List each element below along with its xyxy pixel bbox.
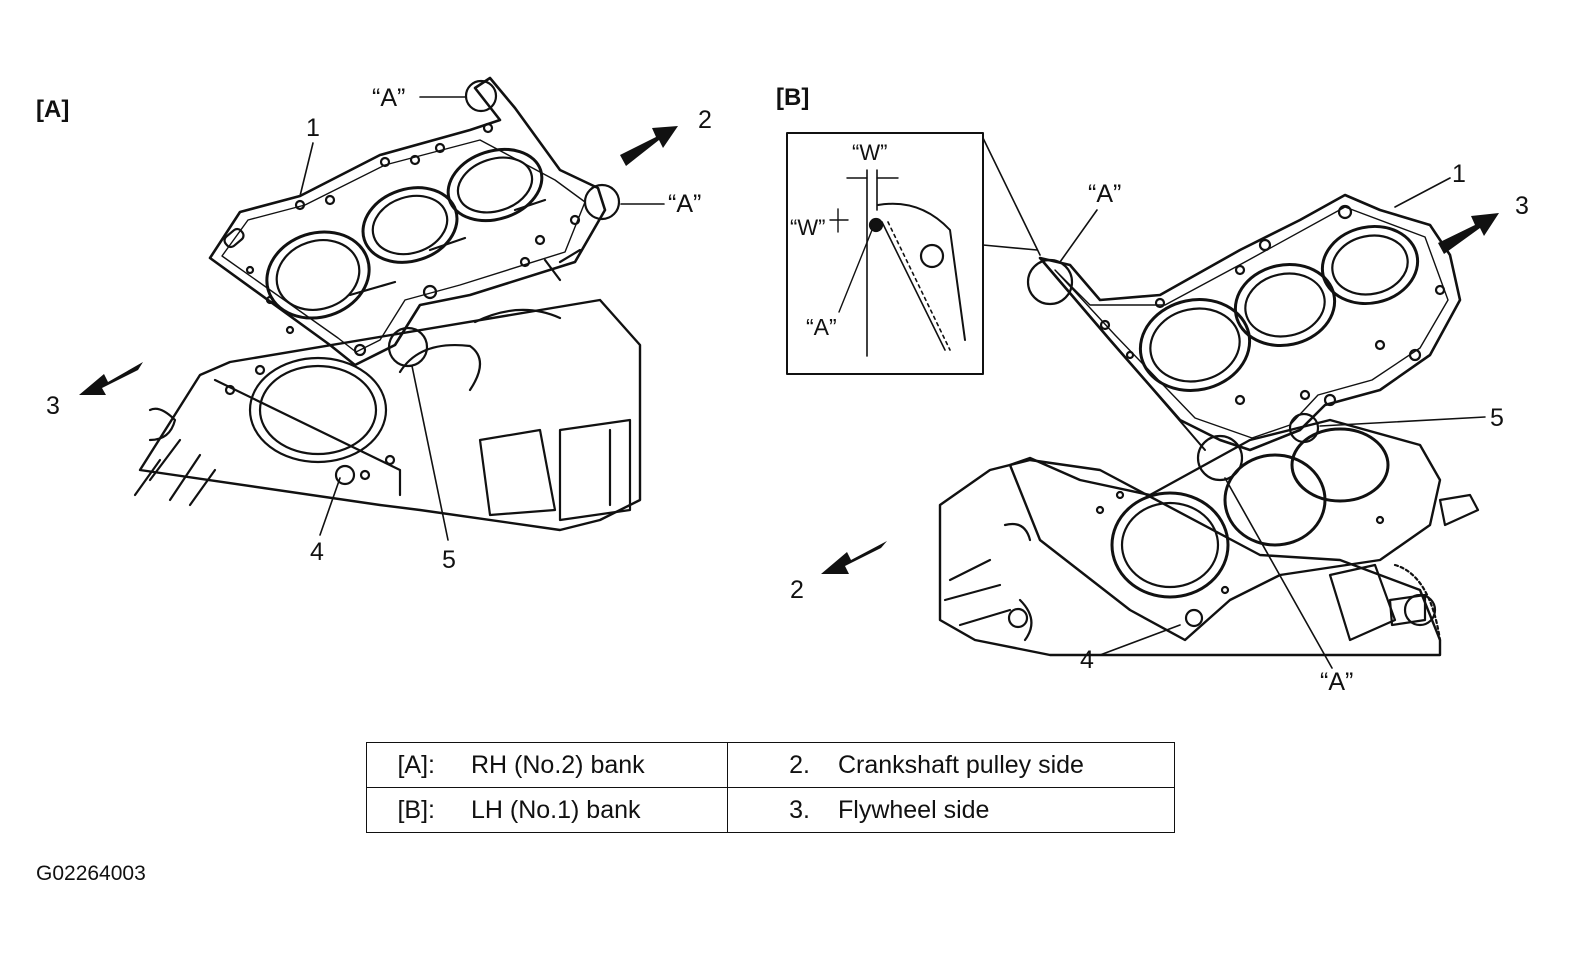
panel-b-gasket [1038, 193, 1462, 452]
panel-a-callout-1: 1 [306, 114, 320, 142]
panel-b-callout-a-bottom: “A” [1320, 668, 1354, 696]
panel-a-callout-3: 3 [46, 392, 60, 420]
panel-b-callout-a-top: “A” [1088, 180, 1122, 208]
figure-id: G02264003 [36, 862, 146, 885]
panel-b-engine-block [938, 458, 1480, 657]
panel-a-callout-a-right: “A” [668, 190, 702, 218]
legend-cell: [A]: RH (No.2) bank [366, 742, 728, 788]
panel-b-leader-lines [1059, 177, 1486, 669]
legend-row: [B]: LH (No.1) bank 3. Flywheel side [366, 787, 1175, 833]
legend-row: [A]: RH (No.2) bank 2. Crankshaft pulley s… [366, 742, 1175, 788]
panel-b-callout-1: 1 [1452, 160, 1466, 188]
panel-b-callout-4: 4 [1080, 646, 1094, 674]
panel-a-arrow-3 [79, 362, 143, 395]
legend-table: [A]: RH (No.2) bank 2. Crankshaft pulley s… [366, 742, 1175, 833]
panel-a-gasket [208, 76, 607, 367]
legend-cell: [B]: LH (No.1) bank [366, 787, 728, 833]
panel-a-dowel-circle-right [583, 183, 621, 221]
panel-a-callout-a-top: “A” [372, 84, 406, 112]
panel-a-dowel-part-5 [387, 326, 429, 368]
panel-b-dowel-circle-lower [1196, 434, 1244, 482]
panel-a-arrow-2 [620, 126, 678, 166]
panel-a-callout-5: 5 [442, 546, 456, 574]
legend-text: Flywheel side [838, 795, 990, 824]
panel-a-tag: [A] [36, 96, 70, 123]
panel-b-lower-gasket [1008, 418, 1442, 642]
panel-a-engine-block [133, 298, 642, 532]
panel-a-leader-lines [299, 96, 665, 541]
panel-a-callout-2: 2 [698, 106, 712, 134]
legend-code: [A]: [397, 750, 435, 779]
panel-a-dowel-circle-top [464, 79, 498, 113]
panel-b-inset-a: “A” [806, 314, 837, 340]
panel-b-arrow-2 [821, 541, 887, 574]
panel-b-callout-5: 5 [1490, 404, 1504, 432]
panel-a-illustration [79, 76, 678, 541]
legend-number: 3. [789, 795, 810, 824]
panel-b-dowel-part-5 [1288, 412, 1320, 444]
panel-b-inset-w-top: “W” [852, 140, 888, 165]
panel-a-callout-4: 4 [310, 538, 324, 566]
legend-number: 2. [789, 750, 810, 779]
legend-code: [B]: [397, 795, 435, 824]
legend-desc: RH (No.2) bank [471, 750, 645, 779]
legend-cell: 2. Crankshaft pulley side [727, 742, 1175, 788]
panel-b-inset-w-left: “W” [790, 215, 826, 240]
panel-b-callout-2: 2 [790, 576, 804, 604]
legend-cell: 3. Flywheel side [727, 787, 1175, 833]
panel-b-illustration [786, 132, 1499, 669]
legend-text: Crankshaft pulley side [838, 750, 1084, 779]
panel-b-inset-detail [786, 132, 1041, 375]
panel-b-tag: [B] [776, 84, 810, 111]
legend-desc: LH (No.1) bank [471, 795, 641, 824]
panel-b-dowel-circle-inset [1026, 258, 1074, 306]
panel-b-arrow-3 [1438, 213, 1499, 254]
panel-b-callout-3: 3 [1515, 192, 1529, 220]
